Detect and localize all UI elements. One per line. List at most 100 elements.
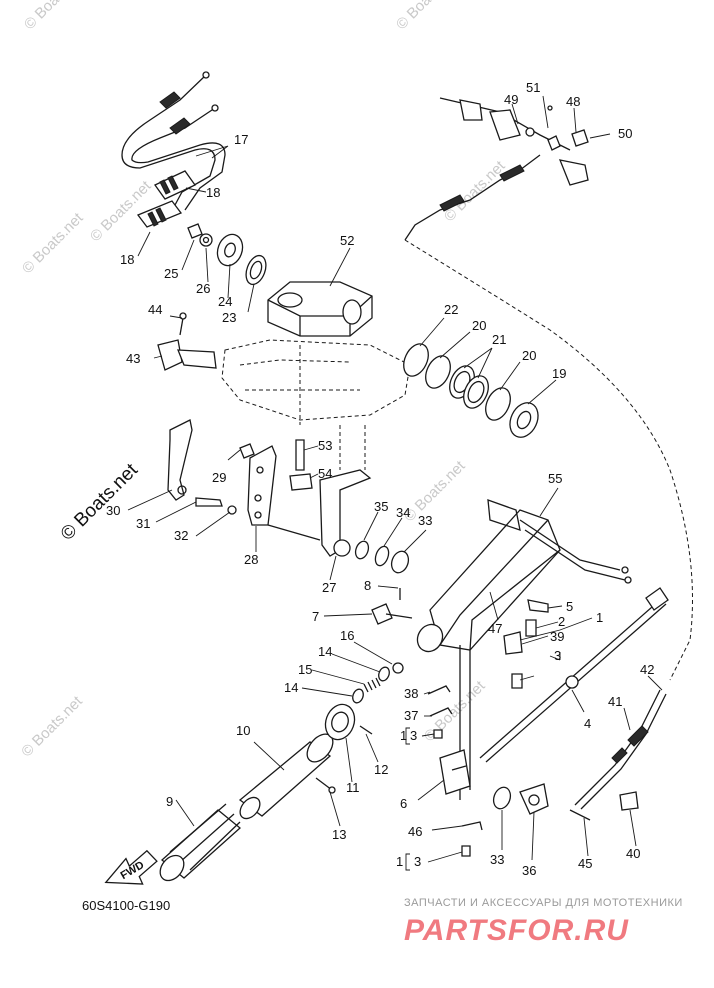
- bracket-1-3-mid: [405, 727, 410, 745]
- callouts: 17 18 18 25 26 24 23 52 44 43 22 20 21 2…: [106, 80, 654, 878]
- leader-lines: [127, 95, 663, 863]
- callout-2: 2: [558, 614, 565, 629]
- collar-11: [324, 703, 373, 741]
- callout-27: 27: [322, 580, 336, 595]
- grip-sleeve-10: [238, 733, 334, 820]
- watermark-main: © Boats.net: [57, 459, 143, 545]
- cable-washers-24-26: [187, 223, 267, 286]
- lever-30: [167, 419, 193, 501]
- bolt-53-nut-54: [289, 439, 313, 491]
- rings-33-35: [354, 540, 410, 574]
- watermark-left-mid: © Boats.net: [19, 209, 87, 277]
- callout-8: 8: [364, 578, 371, 593]
- callout-53: 53: [318, 438, 332, 453]
- callout-30: 30: [106, 503, 120, 518]
- callout-54: 54: [318, 466, 332, 481]
- callout-1: 1: [596, 610, 603, 625]
- callout-6: 6: [400, 796, 407, 811]
- steering-bracket-52: [267, 281, 373, 337]
- callout-43: 43: [126, 351, 140, 366]
- callout-24: 24: [218, 294, 232, 309]
- watermark-lower-left: © Boats.net: [18, 692, 86, 760]
- callout-39: 39: [550, 629, 564, 644]
- bottom-cowling-plate: [221, 339, 411, 470]
- callout-7: 7: [312, 609, 319, 624]
- callout-14: 14: [318, 644, 332, 659]
- callout-20: 20: [472, 318, 486, 333]
- callout-9: 9: [166, 794, 173, 809]
- callout-3: 3: [410, 728, 417, 743]
- linkage-path: [404, 239, 693, 681]
- fwd-arrow: FWD: [104, 849, 158, 885]
- callout-31: 31: [136, 516, 150, 531]
- callout-29: 29: [212, 470, 226, 485]
- callout-19: 19: [552, 366, 566, 381]
- holder-6: [439, 749, 471, 795]
- watermark-top-left: © Boats.net: [21, 0, 89, 33]
- callout-17: 17: [234, 132, 248, 147]
- brand-tagline: ЗАПЧАСТИ И АКСЕССУАРЫ ДЛЯ МОТОТЕХНИКИ: [404, 897, 683, 909]
- grip-9: [159, 803, 242, 882]
- plate-28: [195, 443, 277, 526]
- callout-22: 22: [444, 302, 458, 317]
- watermark-right-mid: © Boats.net: [401, 457, 469, 525]
- callout-1: 1: [396, 854, 403, 869]
- callout-51: 51: [526, 80, 540, 95]
- cable-joint-48-51: [404, 97, 589, 241]
- callout-16: 16: [340, 628, 354, 643]
- spring-14-16: [352, 662, 404, 704]
- callout-50: 50: [618, 126, 632, 141]
- callout-1: 1: [400, 728, 407, 743]
- callout-3: 3: [554, 648, 561, 663]
- watermark-lower-mid: © Boats.net: [421, 677, 489, 745]
- callout-14: 14: [284, 680, 298, 695]
- small-bracket-5-39: [503, 599, 549, 689]
- watermark-center: © Boats.net: [441, 157, 509, 225]
- watermark-top-right: © Boats.net: [393, 0, 461, 33]
- callout-23: 23: [222, 310, 236, 325]
- throttle-shift-cables: [121, 71, 226, 228]
- screw-7-pin-8: [371, 588, 413, 625]
- callout-41: 41: [608, 694, 622, 709]
- callout-46: 46: [408, 824, 422, 839]
- callout-38: 38: [404, 686, 418, 701]
- tiller-housing-55: [416, 499, 632, 800]
- callout-35: 35: [374, 499, 388, 514]
- watermark-center-upper: © Boats.net: [87, 177, 155, 245]
- cable-4: [479, 587, 669, 763]
- callout-11: 11: [346, 780, 360, 795]
- callout-42: 42: [640, 662, 654, 677]
- cable-41-42: [574, 689, 667, 810]
- callout-32: 32: [174, 528, 188, 543]
- callout-34: 34: [396, 505, 410, 520]
- callout-52: 52: [340, 233, 354, 248]
- callout-10: 10: [236, 723, 250, 738]
- callout-40: 40: [626, 846, 640, 861]
- callout-21: 21: [492, 332, 506, 347]
- parts-33-36-40-45: [492, 783, 639, 821]
- callout-15: 15: [298, 662, 312, 677]
- callout-37: 37: [404, 708, 418, 723]
- clip-46: [461, 821, 483, 857]
- bracket-1-3-bottom: [405, 853, 410, 871]
- screw-13: [315, 777, 336, 794]
- callout-33: 33: [490, 852, 504, 867]
- callout-47: 47: [488, 621, 502, 636]
- callout-28: 28: [244, 552, 258, 567]
- callout-49: 49: [504, 92, 518, 107]
- callout-55: 55: [548, 471, 562, 486]
- callout-18: 18: [120, 252, 134, 267]
- callout-44: 44: [148, 302, 162, 317]
- callout-25: 25: [164, 266, 178, 281]
- callout-12: 12: [374, 762, 388, 777]
- washer-stack-19-22: [403, 343, 539, 438]
- shift-arm-27: [267, 469, 372, 557]
- callout-20: 20: [522, 348, 536, 363]
- callout-5: 5: [566, 599, 573, 614]
- callout-36: 36: [522, 863, 536, 878]
- brand-logo: PARTSFOR.RU: [404, 914, 629, 947]
- callout-18: 18: [206, 185, 220, 200]
- callout-4: 4: [584, 716, 591, 731]
- callout-26: 26: [196, 281, 210, 296]
